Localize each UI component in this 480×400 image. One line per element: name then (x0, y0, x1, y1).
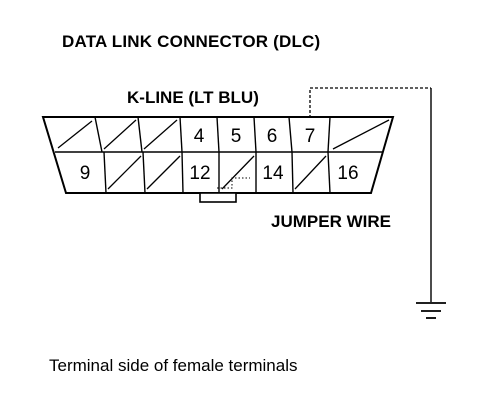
pin-15-hatch (294, 155, 327, 190)
jumper-wire-label: JUMPER WIRE (271, 212, 391, 231)
top-row-dividers (94, 116, 331, 153)
k-line-wire (309, 87, 431, 118)
pin-11-hatch (146, 155, 181, 190)
pin-1-hatch (57, 120, 93, 149)
bottom-row-pin-labels: 9 12 14 16 (80, 163, 359, 184)
pin-6-label: 6 (267, 126, 278, 147)
connector-latch (199, 192, 237, 203)
pin-10-hatch (107, 155, 142, 190)
bottom-row-hatches (107, 155, 327, 190)
pin-4-label: 4 (194, 126, 205, 147)
pin-16-label: 16 (337, 163, 358, 184)
pin-8-hatch (332, 119, 390, 150)
diagram-title: DATA LINK CONNECTOR (DLC) (62, 32, 321, 51)
connector-outline (41, 116, 395, 194)
pin-14-label: 14 (262, 163, 284, 184)
top-row-hatches (57, 119, 390, 150)
pin-9-label: 9 (80, 163, 91, 184)
top-row-pin-labels: 4 5 6 7 (194, 126, 316, 147)
k-line-label: K-LINE (LT BLU) (127, 88, 259, 107)
pin-2-hatch (103, 119, 137, 150)
pin-5-label: 5 (231, 126, 242, 147)
pin-3-hatch (143, 119, 178, 150)
diagram-caption: Terminal side of female terminals (49, 356, 298, 375)
pin-13-hatch (221, 155, 255, 190)
pin-12-label: 12 (189, 163, 210, 184)
pin-12-jumper-tap (217, 177, 250, 189)
bottom-row-dividers (103, 151, 331, 194)
pin-7-label: 7 (305, 126, 316, 147)
ground-icon (416, 302, 446, 319)
